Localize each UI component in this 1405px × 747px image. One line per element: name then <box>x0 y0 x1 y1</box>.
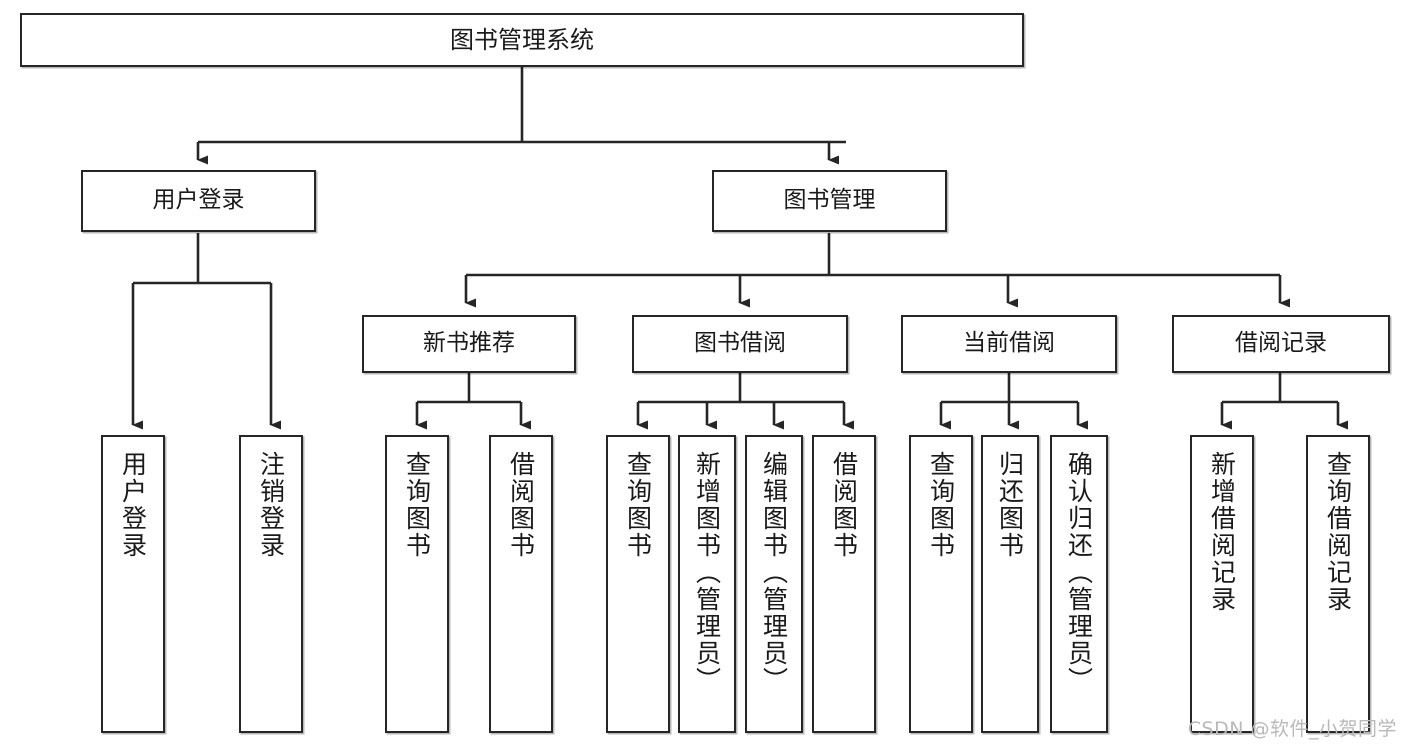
node-leaf-borrow-book-1[interactable]: 借阅图书 <box>489 435 553 733</box>
node-leaf-logout-login[interactable]: 注销登录 <box>239 435 303 733</box>
edge-root-to-level2 <box>196 67 846 165</box>
node-leaf-edit-book-label: 编辑图书（管理员） <box>759 451 789 694</box>
node-current-borrow[interactable]: 当前借阅 <box>901 315 1117 373</box>
node-new-book-recommend[interactable]: 新书推荐 <box>362 315 576 373</box>
node-leaf-confirm-return[interactable]: 确认归还（管理员） <box>1050 435 1108 733</box>
node-leaf-borrow-book-1-label: 借阅图书 <box>506 451 536 559</box>
edge-currentborrow-to-leaves <box>939 373 1088 430</box>
node-leaf-user-login[interactable]: 用户登录 <box>101 435 165 733</box>
node-borrow-record-label: 借阅记录 <box>1235 330 1327 357</box>
edge-bookmgmt-to-level3 <box>464 233 1290 308</box>
node-new-book-recommend-label: 新书推荐 <box>423 330 515 357</box>
node-user-login[interactable]: 用户登录 <box>81 170 316 232</box>
node-leaf-query-book-3[interactable]: 查询图书 <box>909 435 973 733</box>
node-borrow-record[interactable]: 借阅记录 <box>1172 315 1390 373</box>
node-leaf-confirm-return-label: 确认归还（管理员） <box>1064 451 1094 694</box>
edge-bookborrow-to-leaves <box>636 373 854 430</box>
node-leaf-query-book-2[interactable]: 查询图书 <box>606 435 670 733</box>
node-leaf-query-book-3-label: 查询图书 <box>926 451 956 559</box>
csdn-watermark: CSDN @软件_小贺同学 <box>1187 718 1397 740</box>
node-leaf-query-record-label: 查询借阅记录 <box>1323 451 1353 613</box>
node-leaf-query-record[interactable]: 查询借阅记录 <box>1306 435 1370 733</box>
edge-userlogin-to-leaves <box>131 233 281 430</box>
node-leaf-user-login-label: 用户登录 <box>118 451 148 559</box>
node-leaf-edit-book[interactable]: 编辑图书（管理员） <box>745 435 803 733</box>
node-leaf-borrow-book-2-label: 借阅图书 <box>829 451 859 559</box>
node-leaf-add-record-label: 新增借阅记录 <box>1207 451 1237 613</box>
node-leaf-add-book-label: 新增图书（管理员） <box>692 451 722 694</box>
node-leaf-return-book-label: 归还图书 <box>995 451 1025 559</box>
edge-newbook-to-leaves <box>415 373 531 430</box>
node-book-borrow[interactable]: 图书借阅 <box>632 315 848 373</box>
node-book-management-label: 图书管理 <box>783 187 876 214</box>
node-leaf-return-book[interactable]: 归还图书 <box>981 435 1039 733</box>
node-root[interactable]: 图书管理系统 <box>20 13 1024 67</box>
node-user-login-label: 用户登录 <box>152 187 245 214</box>
node-leaf-query-book-2-label: 查询图书 <box>623 451 653 559</box>
node-root-label: 图书管理系统 <box>450 25 594 54</box>
node-book-borrow-label: 图书借阅 <box>694 330 786 357</box>
node-leaf-borrow-book-2[interactable]: 借阅图书 <box>812 435 876 733</box>
node-book-management[interactable]: 图书管理 <box>712 170 947 232</box>
node-leaf-logout-login-label: 注销登录 <box>256 451 286 559</box>
node-leaf-add-book[interactable]: 新增图书（管理员） <box>678 435 736 733</box>
edge-borrowrecord-to-leaves <box>1220 373 1348 430</box>
node-current-borrow-label: 当前借阅 <box>963 330 1055 357</box>
node-leaf-query-book-1-label: 查询图书 <box>402 451 432 559</box>
node-leaf-add-record[interactable]: 新增借阅记录 <box>1190 435 1254 733</box>
node-leaf-query-book-1[interactable]: 查询图书 <box>385 435 449 733</box>
